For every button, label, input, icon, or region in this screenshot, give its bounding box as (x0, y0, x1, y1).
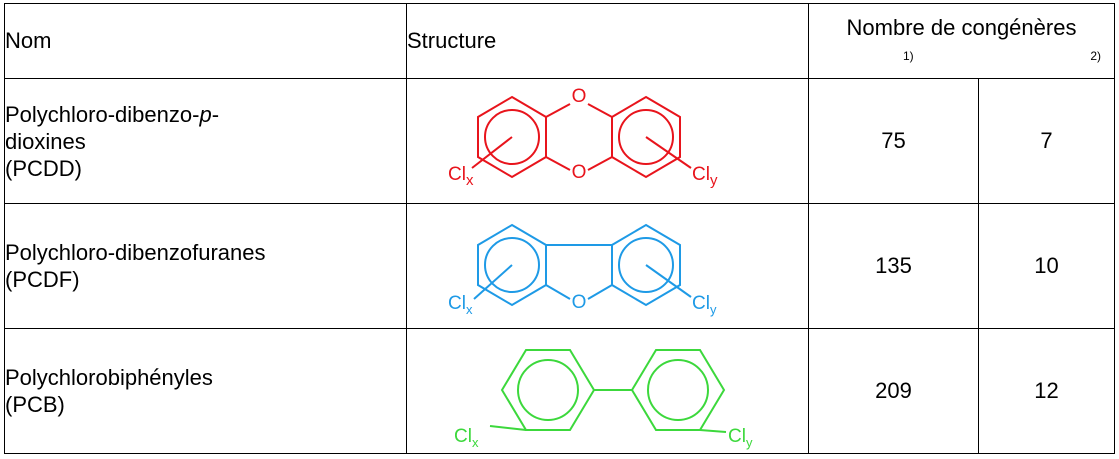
bond (489, 425, 526, 431)
bond (699, 429, 726, 433)
bond (545, 156, 570, 171)
header-name: Nom (4, 3, 407, 79)
bond (644, 136, 692, 169)
compounds-table: Nom Structure Nombre de congénères 1) 2)… (4, 3, 1115, 454)
header-congeners-title: Nombre de congénères (846, 15, 1077, 40)
right-ring-circle (617, 237, 674, 293)
congener-count-2: 12 (978, 328, 1115, 454)
compound-name: Polychloro-dibenzofuranes (PCDF) (4, 203, 407, 329)
header-structure: Structure (406, 3, 809, 79)
bond (544, 284, 571, 300)
right-ring-circle (646, 359, 709, 421)
substituent-left: Clx (454, 426, 479, 450)
bond (587, 156, 612, 171)
congener-count-1: 135 (808, 203, 979, 329)
name-abbrev: (PCDF) (5, 267, 80, 292)
congener-count-1: 75 (808, 78, 979, 204)
bridge-atom: O (571, 86, 586, 107)
congener-count-2: 10 (978, 203, 1115, 329)
substituent-right: Cly (728, 426, 753, 450)
structure-cell: O Clx Cly (406, 203, 809, 329)
bond (644, 264, 692, 298)
header-row: Nom Structure Nombre de congénères 1) 2) (4, 3, 1115, 79)
left-ring-circle (483, 109, 540, 165)
pcb-structure: Clx Cly (454, 349, 753, 450)
table-row: Polychloro-dibenzo-p- dioxines (PCDD) (4, 78, 1115, 204)
structure-cell: O O Clx Cly (406, 78, 809, 204)
substituent-left: Clx (448, 164, 474, 189)
congener-count-2: 7 (978, 78, 1115, 204)
name-abbrev: (PCB) (5, 392, 65, 417)
name-italic: p (199, 101, 212, 127)
footnote-1: 1) (903, 49, 914, 63)
right-ring (610, 95, 681, 179)
bridge-atom: O (571, 162, 586, 183)
right-ring-circle (617, 109, 674, 165)
name-line: Polychloro-dibenzofuranes (5, 240, 266, 265)
bond (586, 284, 613, 300)
header-congeners: Nombre de congénères 1) 2) (808, 3, 1115, 79)
substituent-right: Cly (692, 293, 717, 317)
substituent-right: Cly (692, 164, 718, 189)
name-line: Polychloro-dibenzo- (5, 101, 200, 127)
pcdd-structure: O O Clx Cly (448, 86, 718, 189)
substituent-left: Clx (448, 293, 473, 317)
compound-name: Polychlorobiphényles (PCB) (4, 328, 407, 454)
bridge-atom: O (571, 292, 586, 313)
name-line: - (211, 101, 220, 127)
left-ring (500, 349, 595, 431)
left-ring-circle (516, 359, 579, 421)
bond (587, 103, 612, 118)
name-line: Polychlorobiphényles (5, 365, 213, 390)
bond (472, 264, 513, 300)
bond (470, 136, 513, 169)
name-line: dioxines (5, 128, 86, 154)
structure-cell: Clx Cly (406, 328, 809, 454)
compound-name: Polychloro-dibenzo-p- dioxines (PCDD) (4, 78, 407, 204)
name-abbrev: (PCDD) (5, 155, 82, 181)
bond (545, 103, 570, 118)
left-ring-circle (483, 237, 540, 293)
table-row: Polychlorobiphényles (PCB) Clx Cly 209 (4, 328, 1115, 454)
pcdf-structure: O Clx Cly (448, 223, 717, 317)
congener-count-1: 209 (808, 328, 979, 454)
table-row: Polychloro-dibenzofuranes (PCDF) (4, 203, 1115, 329)
footnote-2: 2) (1090, 49, 1101, 63)
right-ring (630, 349, 725, 431)
